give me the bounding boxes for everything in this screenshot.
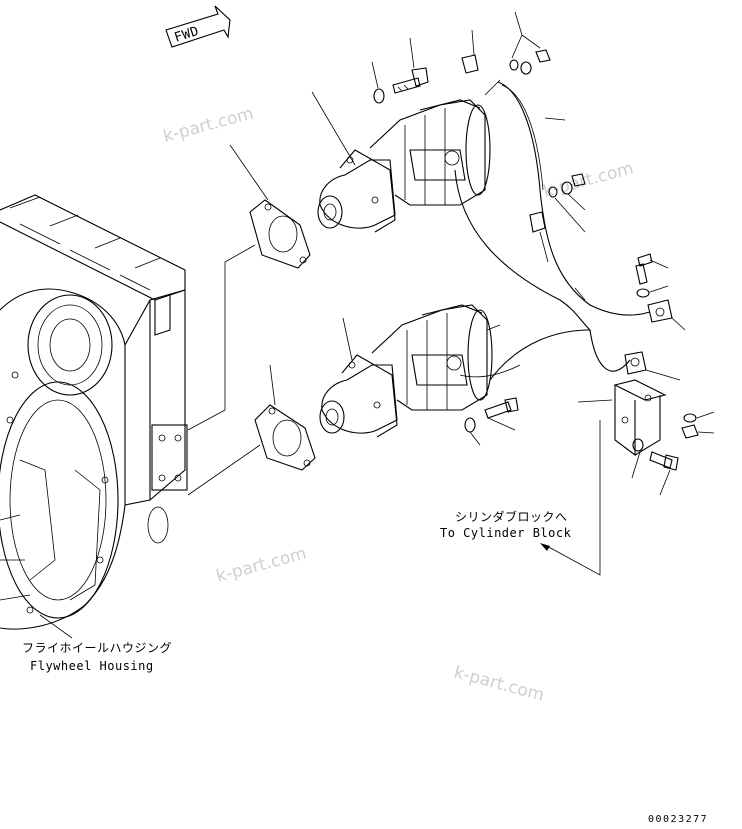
bolt-right-icon (635, 253, 669, 298)
flywheel-housing (0, 194, 188, 630)
gasket-leader-lower (187, 444, 261, 496)
nut-washer-icons (509, 11, 551, 75)
cap-icon (461, 29, 479, 74)
bracket (577, 379, 667, 457)
gasket-leader-upper (187, 244, 256, 431)
drawing-code: 00023277 (648, 814, 708, 825)
gasket-lower (254, 364, 316, 471)
cylinder-block-pointer (540, 420, 601, 576)
flywheel-housing-label-jp: フライホイールハウジング (22, 641, 172, 655)
cylinder-block-label-en: To Cylinder Block (440, 526, 572, 540)
watermark-4: k-part.com (452, 663, 547, 706)
nut-lower-icons (681, 411, 715, 439)
harness-leader (544, 117, 566, 121)
wiring-harness (454, 81, 651, 381)
nut-icons-right (548, 173, 586, 233)
cylinder-block-label-jp: シリンダブロックへ (455, 509, 568, 524)
bolt-icon (392, 37, 429, 94)
fwd-arrow-icon: FWD (165, 5, 231, 48)
bolt-lower-icon (631, 438, 679, 496)
starter-upper-leader (311, 91, 356, 166)
watermark-1: k-part.com (161, 104, 256, 147)
washer-icon (371, 61, 385, 104)
watermark-2: k-part.com (541, 159, 636, 202)
watermarks: k-part.com k-part.com k-part.com k-part.… (161, 104, 636, 706)
sensor-lower-icon (624, 351, 681, 381)
harness-leader-2 (574, 287, 586, 301)
flywheel-leader (39, 614, 73, 639)
starter-motor-upper (317, 79, 501, 233)
flywheel-housing-label-en: Flywheel Housing (30, 659, 154, 673)
gasket-upper (229, 144, 311, 269)
bolt-starter-lower-icon (464, 397, 519, 446)
starter-lower-leader (342, 317, 353, 361)
starter-motor-lower (319, 304, 501, 438)
fwd-label: FWD (173, 24, 201, 46)
watermark-3: k-part.com (214, 544, 309, 587)
sensor-upper-icon (647, 299, 686, 331)
connector-icon (529, 211, 549, 263)
